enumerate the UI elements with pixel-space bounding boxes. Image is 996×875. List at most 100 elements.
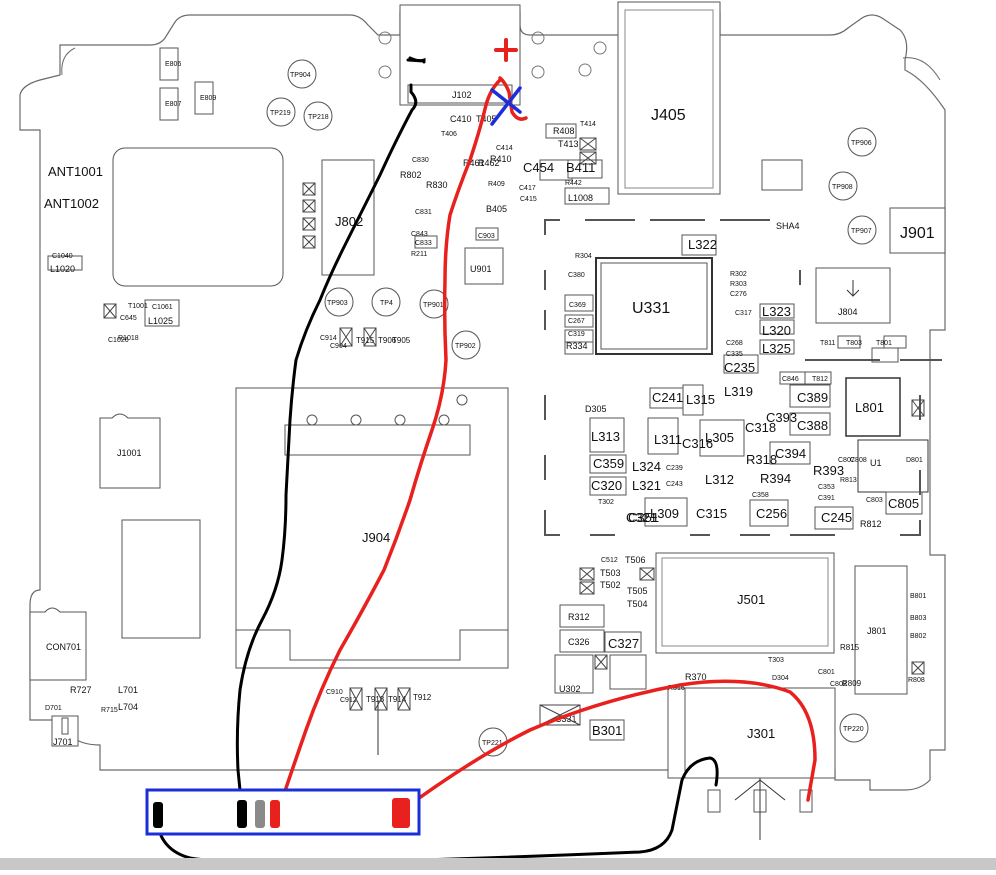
label-tp4: TP4 [380,300,393,307]
label-d304: D304 [772,675,789,682]
label-c351: C351 [628,510,659,525]
label-l704: L704 [118,702,138,712]
label-r808: R808 [908,677,925,684]
label-j904: J904 [362,530,390,545]
label-c319: C319 [568,331,585,338]
label-t505: T505 [627,586,648,596]
black-wire-minus-mark [406,58,426,63]
chip-u901: U901 [464,247,504,285]
label-ant1001: ANT1001 [48,164,103,179]
label-j801: J801 [867,626,887,636]
label-con701: CON701 [46,642,81,652]
label-tp906: TP906 [851,140,872,147]
connector-j501: J501 [655,552,835,654]
label-c358: C358 [752,492,769,499]
scroll-bar-strip [0,858,996,870]
label-j901: J901 [900,225,935,242]
connector-j405: J405 [578,1,721,195]
label-c267: C267 [568,318,585,325]
chip-u1: U1 [857,439,929,493]
board-outline [19,11,946,791]
label-r409: R409 [488,181,505,188]
connector-con701: CON701 [29,607,87,681]
label-t506: T506 [625,555,646,565]
label-sha4: SHA4 [776,221,800,231]
label-c903: C903 [478,233,495,240]
label-l323: L323 [762,304,791,319]
label-r394: R394 [760,471,791,486]
label-c1040: C1040 [52,253,73,260]
label-d701: D701 [45,705,62,712]
label-j1001: J1001 [117,448,142,458]
label-tp902: TP902 [455,343,476,350]
label-t811: T811 [820,340,836,347]
label-t914: T914 [388,695,407,704]
label-r408: R408 [553,126,575,136]
label-e806: E806 [165,61,181,68]
chip-u331: U331 [595,257,713,355]
label-c454: C454 [523,160,554,175]
label-l1020: L1020 [50,264,75,274]
component-block [121,519,201,639]
red-wire-positive [274,78,502,817]
label-t801: T801 [876,340,892,347]
connector-j301: J301 [667,687,836,840]
connector-j1001: J1001 [99,413,161,489]
label-t414: T414 [580,121,596,128]
label-c830: C830 [412,157,429,164]
antenna-block: ANT1001 ANT1002 [44,147,284,287]
label-l309: L309 [650,506,679,521]
label-c415: C415 [520,196,537,203]
label-r393: R393 [813,463,844,478]
label-r802: R802 [400,170,422,180]
label-t502: T502 [600,580,621,590]
label-b802: B802 [910,633,926,640]
label-c910: C910 [326,689,343,696]
label-c276: C276 [730,291,747,298]
label-j301: J301 [747,726,775,741]
label-c353: C353 [818,484,835,491]
label-ant1002: ANT1002 [44,196,99,211]
label-l701: L701 [118,685,138,695]
label-r304: R304 [575,253,592,260]
label-r812: R812 [860,519,882,529]
label-u1: U1 [870,458,882,468]
label-c1061: C1061 [152,304,173,311]
label-c410: C410 [450,114,472,124]
blue-cross-mark [490,86,522,126]
label-r410: R410 [490,154,512,164]
label-l325: L325 [762,341,791,356]
label-j804: J804 [838,307,858,317]
label-t302: T302 [598,499,614,506]
label-t1001: T1001 [128,303,148,310]
label-r370: R370 [685,672,707,682]
placement-guides [544,219,942,536]
label-c904: C904 [330,343,347,350]
label-c645: C645 [120,315,137,322]
label-r316: R316 [668,685,685,692]
label-e807: E807 [165,101,181,108]
label-t413: T413 [558,139,579,149]
label-c316: C316 [682,436,713,451]
label-d305: D305 [585,404,607,414]
label-r815: R815 [840,643,860,652]
label-b411: B411 [566,160,595,175]
label-c807: C807 [838,457,855,464]
label-c808: C808 [850,457,867,464]
label-l1025: L1025 [148,316,173,326]
label-c315: C315 [696,506,727,521]
label-l305: L305 [705,430,734,445]
label-tp907: TP907 [851,228,872,235]
label-c512: C512 [601,557,618,564]
label-e809: E809 [200,95,216,102]
label-r334: R334 [566,341,588,351]
label-c321: C321 [626,510,657,525]
label-tp218: TP218 [308,114,329,121]
label-l311: L311 [654,432,682,447]
label-b801: B801 [910,593,926,600]
label-c318: C318 [745,420,776,435]
label-c380: C380 [568,272,585,279]
label-l321: L321 [632,478,661,493]
connector-j901: J901 [889,207,946,254]
label-r727: R727 [70,685,92,695]
